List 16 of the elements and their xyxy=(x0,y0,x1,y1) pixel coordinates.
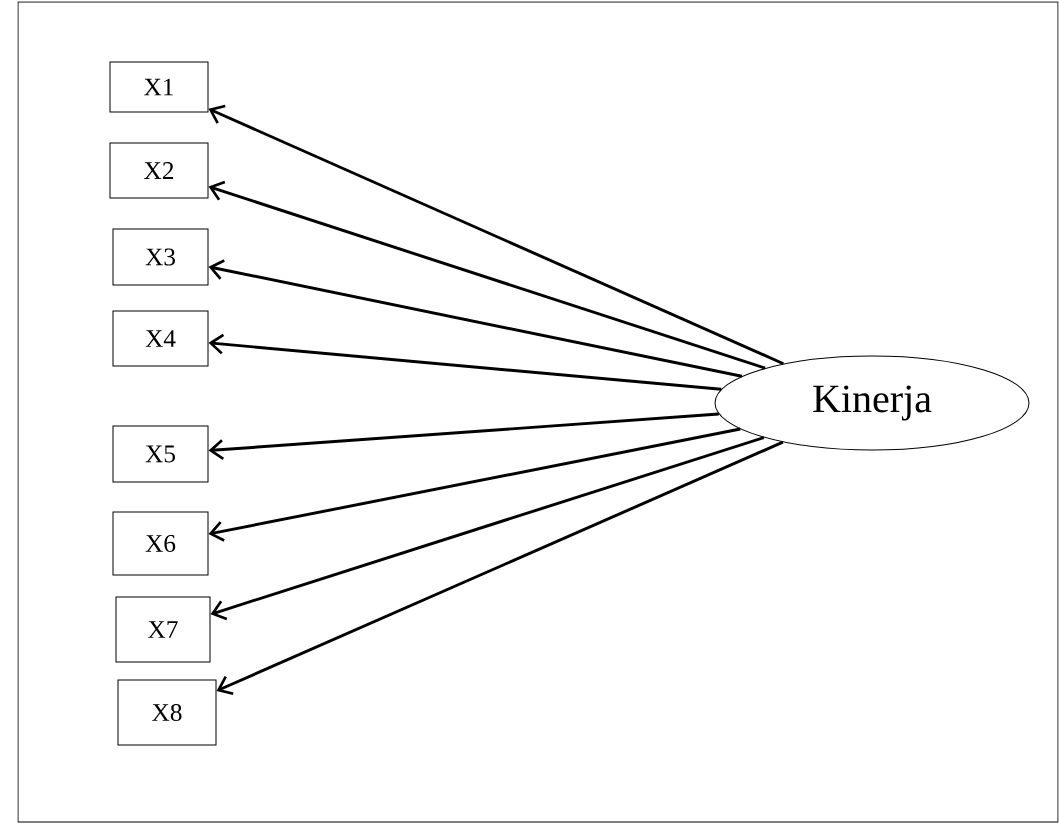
indicator-box: X5 xyxy=(112,425,209,483)
arrow xyxy=(208,412,719,460)
indicator-box: X2 xyxy=(109,142,209,199)
arrow xyxy=(208,427,741,542)
arrow xyxy=(208,259,743,378)
indicator-box: X7 xyxy=(115,596,211,663)
arrow xyxy=(210,436,765,621)
arrow xyxy=(216,440,784,696)
indicator-box: X4 xyxy=(112,310,209,367)
arrow xyxy=(208,333,722,391)
indicator-box: X1 xyxy=(109,61,209,113)
arrow xyxy=(208,180,766,370)
indicator-box: X6 xyxy=(112,511,209,576)
indicator-box: X8 xyxy=(117,679,217,746)
indicator-box: X3 xyxy=(112,228,209,286)
arrow xyxy=(208,104,785,366)
